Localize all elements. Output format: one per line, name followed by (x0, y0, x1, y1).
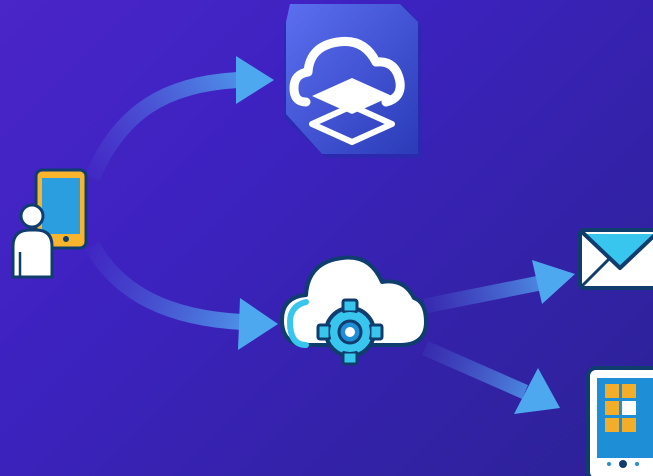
arrow-user-to-cloud-processing (85, 241, 278, 350)
user-with-phone-icon (11, 168, 88, 279)
tablet-dashboard-icon (586, 366, 653, 476)
cloud-gear-icon (280, 255, 428, 366)
gear-icon (316, 298, 384, 366)
cloud-layers-app-icon (284, 4, 422, 158)
arrow-cloud-to-email (423, 260, 575, 314)
arrow-user-to-cloud-layers (84, 56, 274, 182)
arrow-cloud-to-tablet (421, 341, 560, 414)
envelope-icon (578, 228, 653, 290)
